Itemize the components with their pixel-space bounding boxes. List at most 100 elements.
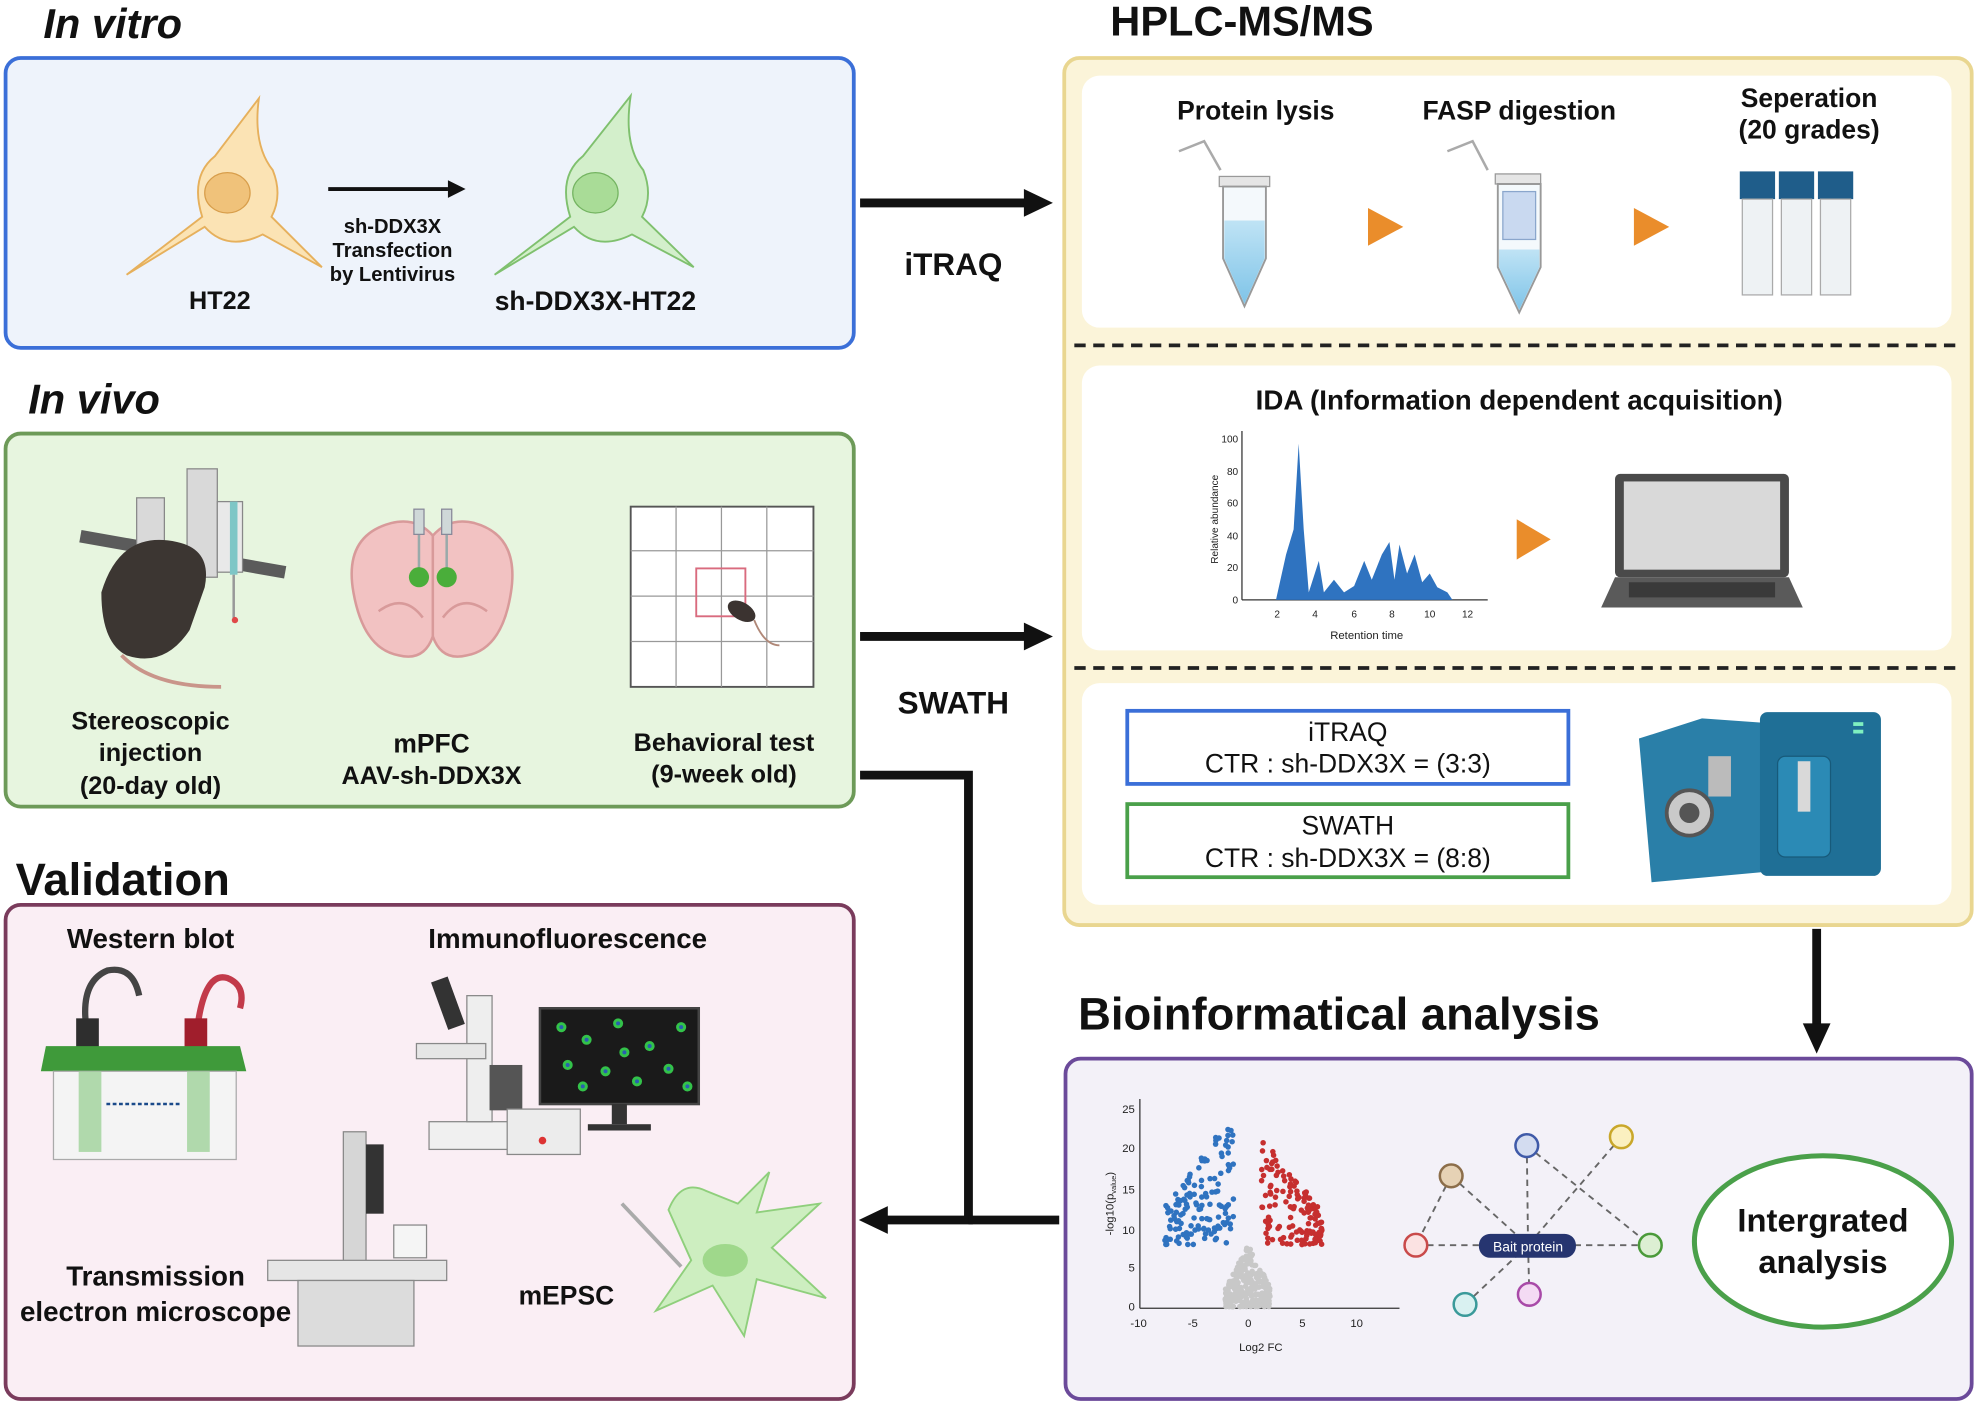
volcano-points bbox=[1162, 1126, 1325, 1310]
ida-chromatogram: 0 20 40 60 80 100 2 4 6 8 10 12 Relative… bbox=[1210, 431, 1488, 642]
volcano-ytick-15: 15 bbox=[1122, 1185, 1135, 1197]
stereo-label-2: injection bbox=[99, 739, 203, 767]
volcano-point bbox=[1180, 1210, 1186, 1217]
behavior-label-2: (9-week old) bbox=[651, 761, 797, 789]
in-vitro-box bbox=[3, 56, 856, 350]
volcano-point bbox=[1229, 1132, 1236, 1138]
volcano-point bbox=[1259, 1278, 1266, 1285]
volcano-point bbox=[1209, 1189, 1215, 1195]
ida-xtick-4: 4 bbox=[1312, 610, 1318, 621]
volcano-point bbox=[1312, 1236, 1318, 1242]
volcano-point bbox=[1303, 1232, 1310, 1239]
volcano-point bbox=[1258, 1177, 1265, 1184]
volcano-point bbox=[1201, 1235, 1208, 1242]
volcano-xtick-0: 0 bbox=[1245, 1318, 1251, 1330]
volcano-xtick-10: 10 bbox=[1350, 1318, 1363, 1330]
volcano-point bbox=[1262, 1192, 1269, 1199]
volcano-point bbox=[1214, 1225, 1221, 1231]
ida-xtick-8: 8 bbox=[1389, 610, 1395, 621]
volcano-point bbox=[1298, 1228, 1304, 1234]
volcano-point bbox=[1263, 1285, 1269, 1292]
volcano-point bbox=[1163, 1241, 1170, 1248]
bioinformatics-title: Bioinformatical analysis bbox=[1078, 989, 1600, 1040]
volcano-point bbox=[1223, 1137, 1230, 1144]
tem-icon bbox=[267, 1131, 448, 1347]
volcano-point bbox=[1167, 1236, 1174, 1243]
volcano-point bbox=[1258, 1166, 1265, 1173]
volcano-point bbox=[1214, 1188, 1221, 1194]
mpfc-label-2: AAV-sh-DDX3X bbox=[342, 762, 522, 790]
volcano-point bbox=[1165, 1209, 1171, 1216]
laptop-icon bbox=[1601, 473, 1803, 608]
volcano-point bbox=[1261, 1302, 1267, 1308]
volcano-point bbox=[1199, 1215, 1205, 1222]
volcano-ytick-5: 5 bbox=[1129, 1263, 1135, 1275]
volcano-point bbox=[1239, 1300, 1246, 1307]
volcano-point bbox=[1225, 1126, 1231, 1133]
mepsc-label: mEPSC bbox=[519, 1280, 615, 1310]
itraq-design-box bbox=[1125, 708, 1571, 786]
bioinformatics-panel: Bioinformatical analysis 0 5 10 15 20 25… bbox=[1063, 989, 1974, 1401]
volcano-point bbox=[1228, 1283, 1235, 1290]
ida-xtick-2: 2 bbox=[1274, 610, 1280, 621]
volcano-point bbox=[1266, 1203, 1273, 1209]
volcano-point bbox=[1275, 1169, 1281, 1175]
volcano-point bbox=[1265, 1219, 1272, 1225]
mass-spectrometer-icon bbox=[1638, 712, 1881, 883]
volcano-point bbox=[1191, 1215, 1197, 1221]
volcano-y-ticks: 0 5 10 15 20 25 bbox=[1122, 1104, 1135, 1314]
protein-network: Bait protein bbox=[1403, 1124, 1663, 1318]
ida-xlabel: Retention time bbox=[1330, 630, 1403, 642]
volcano-point bbox=[1222, 1286, 1229, 1292]
volcano-point bbox=[1228, 1303, 1235, 1310]
volcano-point bbox=[1211, 1175, 1218, 1182]
volcano-point bbox=[1265, 1214, 1272, 1220]
volcano-point bbox=[1293, 1229, 1300, 1235]
volcano-point bbox=[1266, 1303, 1272, 1310]
volcano-point bbox=[1219, 1153, 1225, 1160]
network-node bbox=[1514, 1133, 1540, 1159]
itraq-design-line-1: iTRAQ bbox=[1308, 717, 1387, 747]
volcano-point bbox=[1184, 1241, 1191, 1248]
fasp-digestion-label: FASP digestion bbox=[1422, 96, 1616, 126]
volcano-point bbox=[1225, 1215, 1232, 1221]
volcano-point bbox=[1305, 1195, 1312, 1201]
volcano-point bbox=[1196, 1165, 1202, 1171]
volcano-point bbox=[1312, 1216, 1318, 1222]
volcano-point bbox=[1317, 1238, 1323, 1244]
orange-arrow-1 bbox=[1367, 207, 1404, 246]
swath-design-line-2: CTR : sh-DDX3X = (8:8) bbox=[1205, 843, 1491, 873]
ida-ytick-0: 0 bbox=[1233, 596, 1239, 607]
fluorescence-monitor-icon bbox=[538, 1006, 701, 1131]
swath-design-box bbox=[1125, 802, 1571, 880]
volcano-point bbox=[1289, 1204, 1295, 1211]
volcano-point bbox=[1263, 1230, 1269, 1236]
volcano-point bbox=[1188, 1231, 1195, 1237]
swath-design-line-1: SWATH bbox=[1302, 810, 1395, 840]
volcano-point bbox=[1201, 1225, 1207, 1232]
volcano-point bbox=[1292, 1178, 1298, 1184]
ida-xtick-6: 6 bbox=[1351, 610, 1357, 621]
volcano-point bbox=[1198, 1155, 1205, 1161]
volcano-point bbox=[1223, 1240, 1230, 1246]
volcano-point bbox=[1212, 1236, 1219, 1243]
volcano-point bbox=[1233, 1298, 1239, 1305]
volcano-ytick-20: 20 bbox=[1122, 1143, 1135, 1155]
validation-panel: Validation Western blot Immunofluorescen… bbox=[3, 854, 856, 1401]
volcano-point bbox=[1226, 1162, 1232, 1169]
ht22-cell-icon bbox=[125, 94, 323, 276]
itraq-connector-label: iTRAQ bbox=[904, 246, 1002, 282]
volcano-ytick-25: 25 bbox=[1122, 1104, 1135, 1116]
volcano-point bbox=[1212, 1134, 1219, 1141]
volcano-point bbox=[1184, 1192, 1190, 1198]
volcano-point bbox=[1305, 1220, 1312, 1227]
volcano-point bbox=[1215, 1214, 1222, 1220]
volcano-point bbox=[1207, 1201, 1213, 1208]
integrated-analysis-oval bbox=[1691, 1153, 1955, 1330]
volcano-point bbox=[1281, 1177, 1288, 1184]
volcano-point bbox=[1254, 1274, 1261, 1280]
western-blot-label: Western blot bbox=[67, 923, 234, 954]
volcano-point bbox=[1223, 1303, 1229, 1310]
separation-vials-icon bbox=[1739, 171, 1854, 296]
sh-ddx3x-cell-icon bbox=[494, 92, 695, 276]
